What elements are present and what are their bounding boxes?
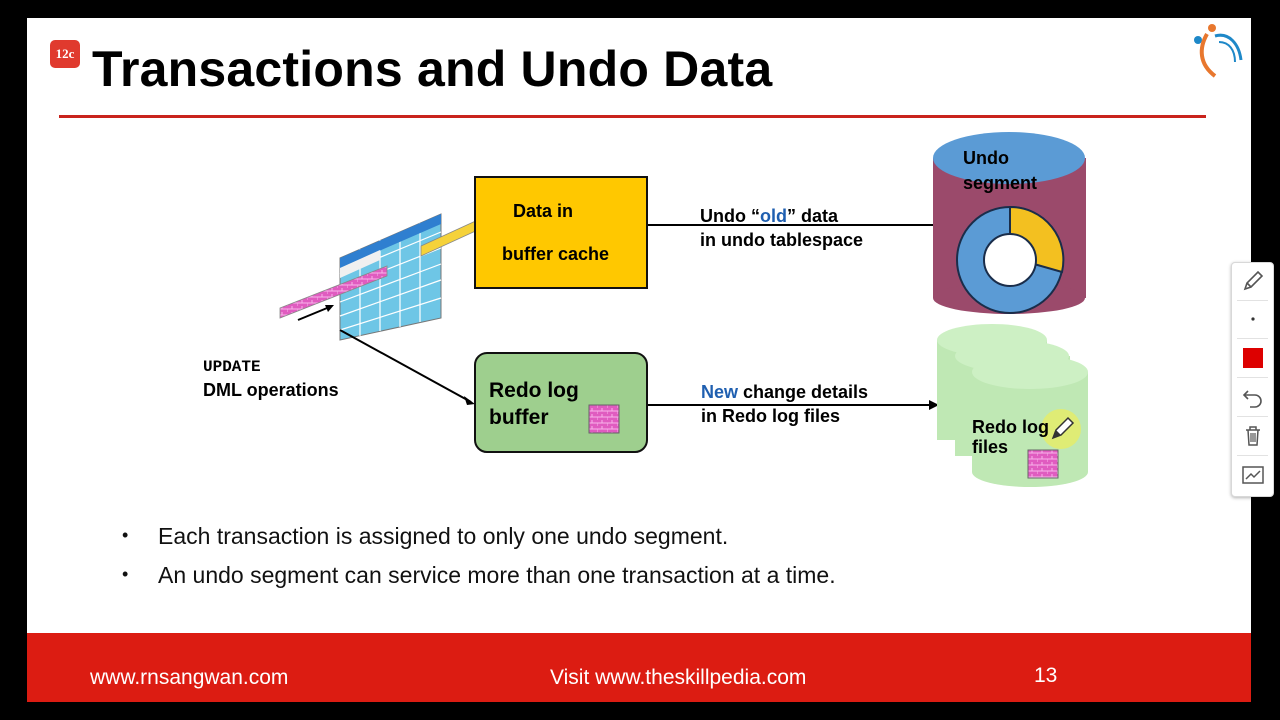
chart-icon <box>1241 466 1264 484</box>
redo-log-files-label-text: in Redo log files <box>701 406 841 426</box>
trash-icon <box>1245 426 1260 446</box>
oracle-12c-badge: 12c <box>50 40 80 68</box>
list-item: • An undo segment can service more than … <box>122 562 836 588</box>
redo-buffer-brick <box>588 404 620 434</box>
footer-website-left: www.rnsangwan.com <box>90 666 289 689</box>
pencil-tool-button[interactable] <box>1232 263 1273 299</box>
dot-icon <box>1250 317 1255 321</box>
annotation-toolbar <box>1231 262 1274 497</box>
undo-old-data-label: Undo “old” data <box>700 206 839 226</box>
data-block-grid <box>339 213 442 341</box>
buffer-cache-label-1: Data in <box>513 201 574 221</box>
buffer-cache-box <box>474 176 648 289</box>
update-label: UPDATE <box>203 358 261 376</box>
undo-redo-diagram <box>279 132 1088 487</box>
list-item: • Each transaction is assigned to only o… <box>122 523 729 549</box>
color-swatch-icon <box>1242 348 1263 368</box>
pencil-icon <box>1243 270 1263 291</box>
new-change-details-label: New change details <box>701 382 869 402</box>
dot-size-button[interactable] <box>1232 301 1273 337</box>
undo-segment-cylinder <box>933 132 1086 314</box>
changed-row-strip <box>279 265 388 319</box>
undo-segment-label-1: Undo <box>963 148 1009 168</box>
color-picker-button[interactable] <box>1232 340 1273 376</box>
redo-buffer-label-1: Redo log <box>489 379 579 402</box>
undo-segment-label-2: segment <box>963 173 1038 193</box>
undo-icon <box>1242 390 1262 408</box>
undo-button[interactable] <box>1232 379 1273 415</box>
slide-footer: www.rnsangwan.com Visit www.theskillpedi… <box>27 633 1251 702</box>
dml-operations-label: DML operations <box>203 380 339 400</box>
slide-number: 13 <box>1034 664 1058 687</box>
title-divider <box>59 115 1206 118</box>
pencil-cursor-icon <box>1051 416 1075 440</box>
page-title: Transactions and Undo Data <box>92 41 773 97</box>
buffer-cache-label-2: buffer cache <box>502 244 610 264</box>
redo-files-label-2: files <box>972 437 1009 457</box>
redo-log-files-cylinders <box>937 324 1088 487</box>
chart-tool-button[interactable] <box>1232 457 1273 493</box>
footer-website-center: Visit www.theskillpedia.com <box>550 666 807 689</box>
redo-buffer-label-2: buffer <box>489 406 549 429</box>
brand-logo <box>1194 24 1243 78</box>
clear-button[interactable] <box>1232 418 1273 454</box>
undo-tablespace-label: in undo tablespace <box>700 230 864 250</box>
bullet-list: • Each transaction is assigned to only o… <box>122 523 836 601</box>
slide: 12c Transactions and Undo Data <box>27 18 1251 702</box>
redo-files-label-1: Redo log <box>972 417 1049 437</box>
